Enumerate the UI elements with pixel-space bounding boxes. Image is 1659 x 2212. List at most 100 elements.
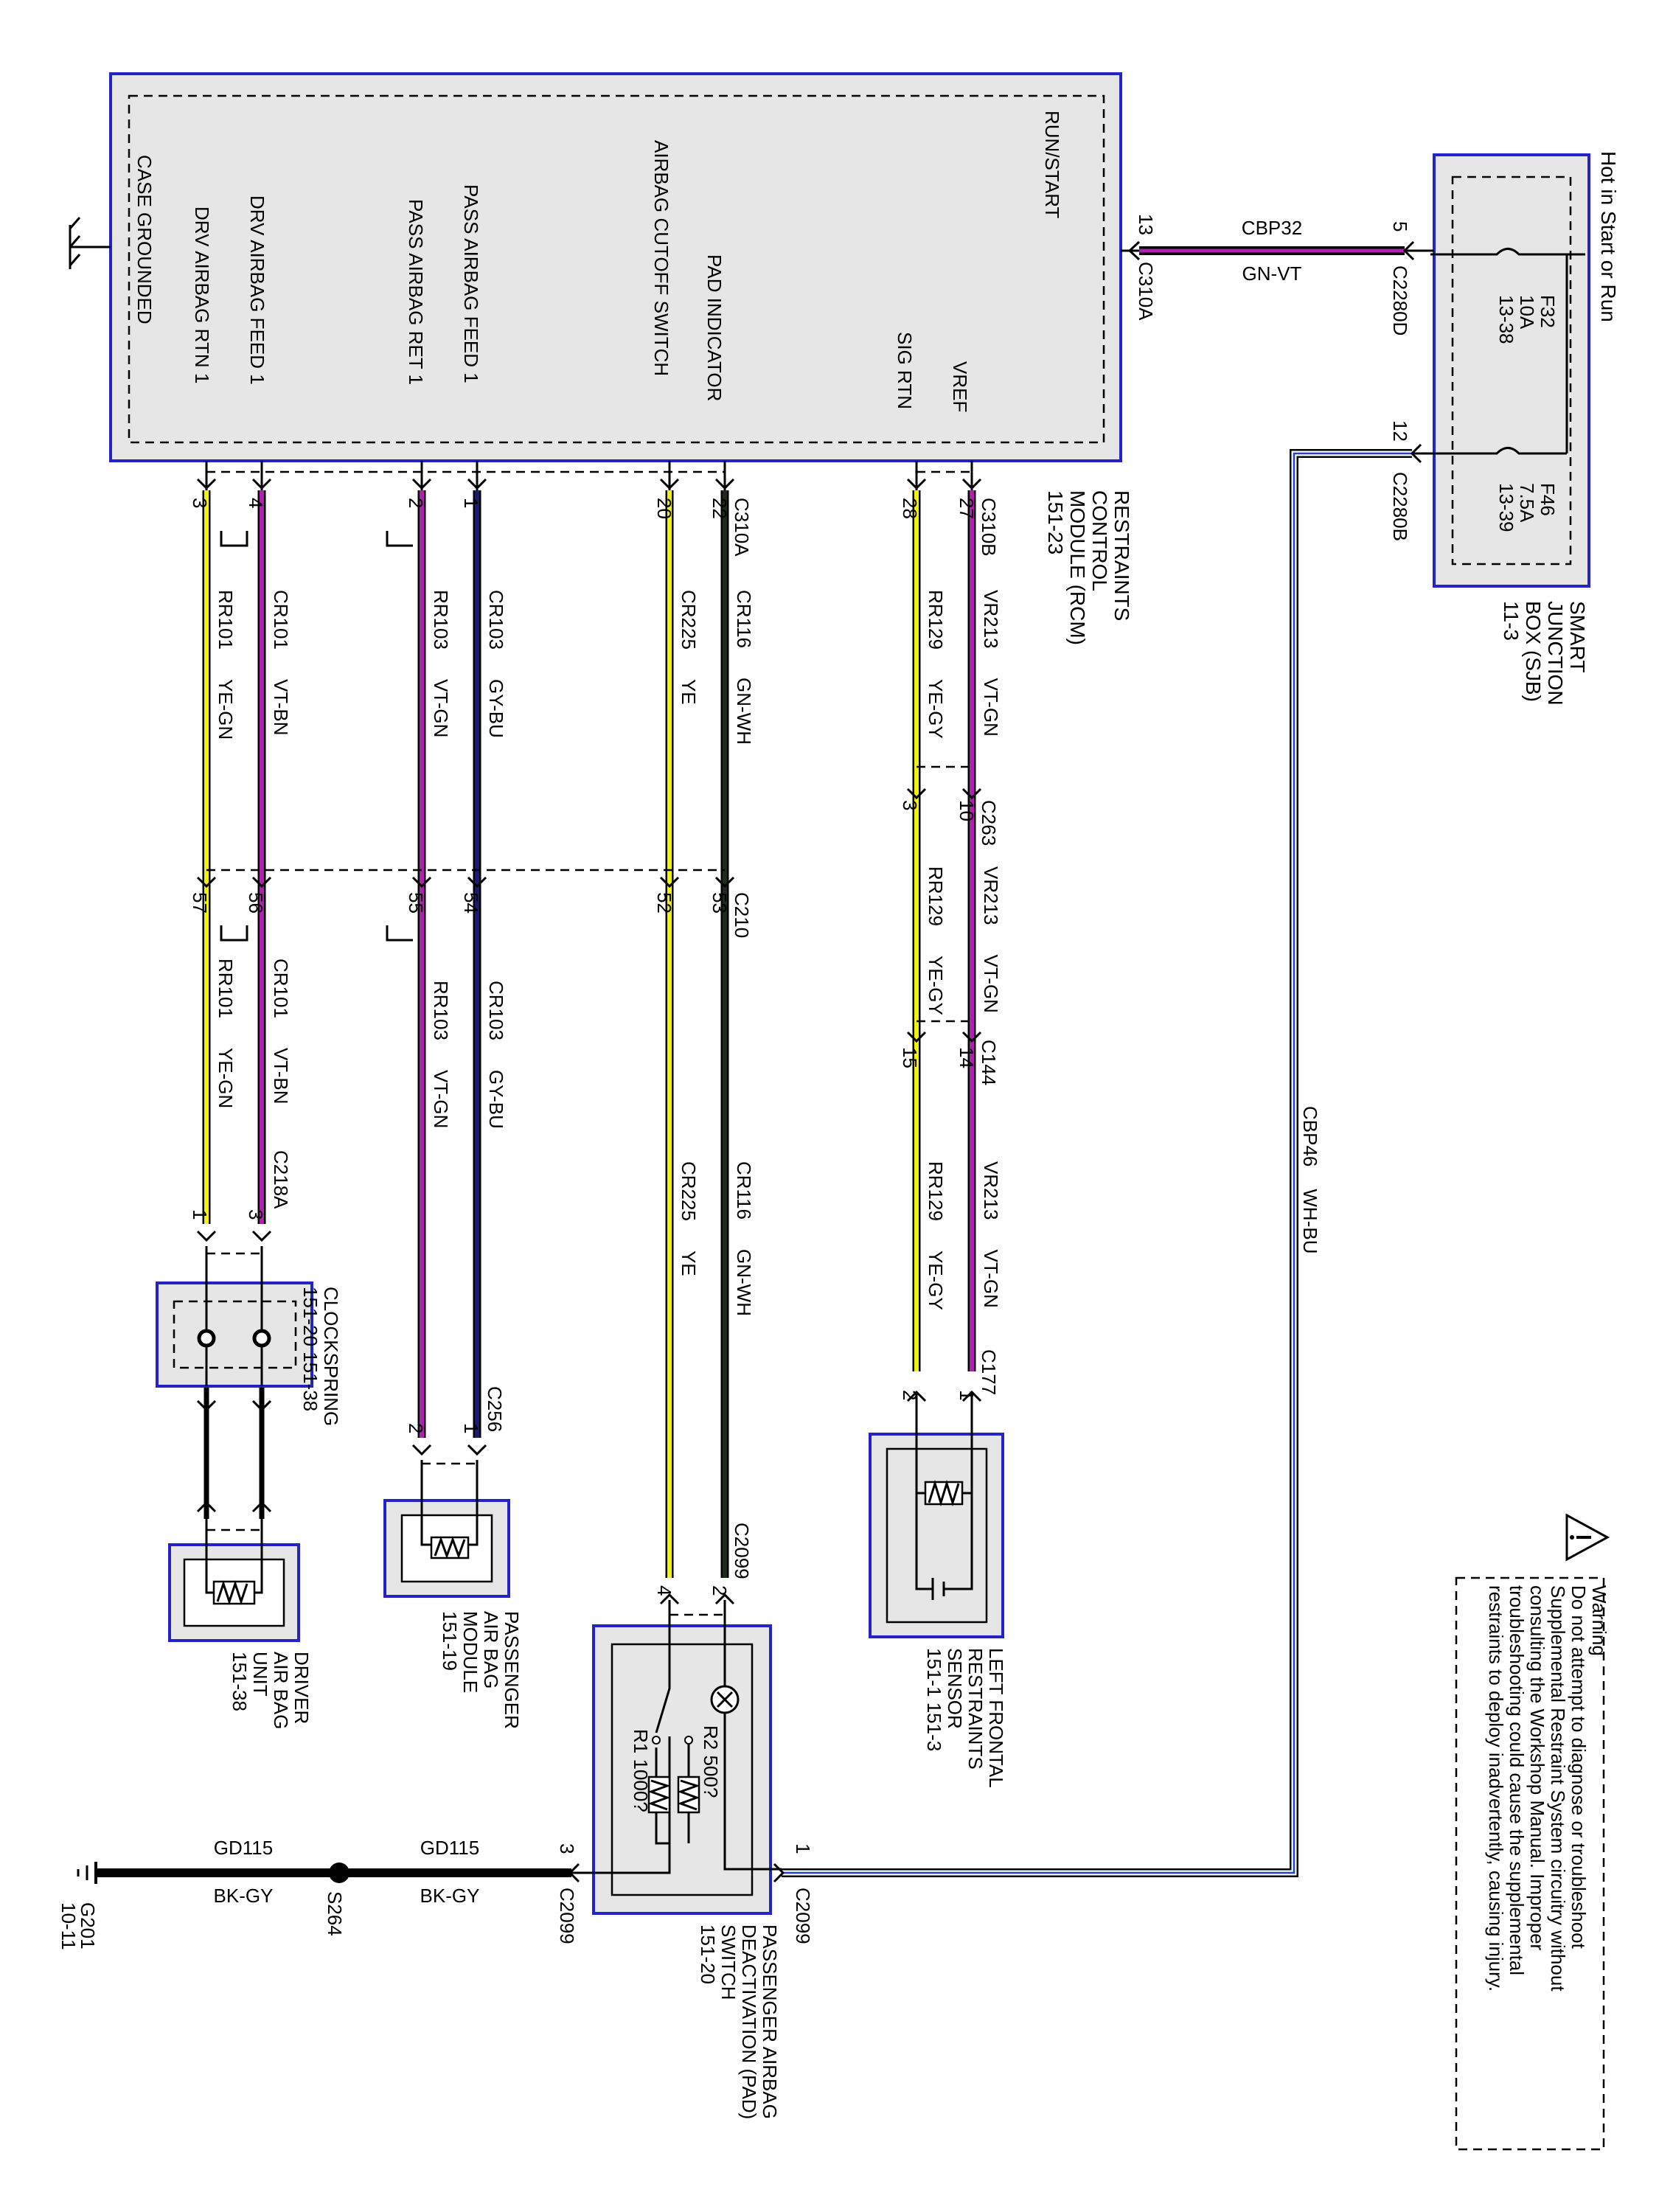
vr213-color-3: VT-GN xyxy=(980,1250,1002,1308)
conn-c218a: C218A xyxy=(270,1150,292,1209)
label-cr101-2: CR101VT-BN xyxy=(270,959,292,1105)
cr225-color-2: YE xyxy=(678,1251,700,1276)
warning-l2: Do not attempt to diagnose or troublesho… xyxy=(1568,1585,1590,1950)
rcm-pin-pass-ret: PASS AIRBAG RET 1 xyxy=(405,199,427,385)
pin-2d: 2 xyxy=(405,1423,427,1433)
rcm-name-l3: MODULE (RCM) xyxy=(1066,490,1089,645)
pad-pin-3: 3 xyxy=(556,1843,578,1854)
conn-c310a-power: C310A xyxy=(1135,262,1157,321)
cr103-color-1: GY-BU xyxy=(485,679,507,738)
ground-symbol-icon xyxy=(77,1862,97,1884)
passenger-airbag-module: PASSENGER AIR BAG MODULE 151-19 xyxy=(383,1444,523,1729)
conn-c144: C144 xyxy=(978,1040,1000,1085)
cr225-id-2: CR225 xyxy=(678,1161,700,1221)
splice-label: S264 xyxy=(324,1891,346,1936)
pad-pin-1: 1 xyxy=(792,1843,814,1854)
rcm-connector-stubs xyxy=(196,461,982,1043)
rr103-id-1: RR103 xyxy=(430,590,452,650)
rcm-pin-drv-feed: DRV AIRBAG FEED 1 xyxy=(246,195,268,385)
pad-r2-label: R2 500? xyxy=(700,1725,722,1798)
sjb-name: SMART JUNCTION BOX (SJB) 11-3 xyxy=(1500,601,1589,711)
conn-c263: C263 xyxy=(978,800,1000,846)
clockspring-name: CLOCKSPRING 151-20 151-38 xyxy=(299,1287,342,1432)
label-cr116-1: CR116GN-WH xyxy=(733,590,755,745)
pad-conn-1: C2099 xyxy=(792,1888,814,1944)
cbp32-circuit: CBP32 xyxy=(1242,217,1302,239)
rr129-color-1: YE-GY xyxy=(925,679,947,739)
clockspring-l1: CLOCKSPRING xyxy=(320,1287,342,1426)
warning-l3: Supplemental Restraint System circuitry … xyxy=(1547,1585,1569,1992)
warning-l5: troubleshooting could cause the suppleme… xyxy=(1506,1585,1528,1975)
cr103-color-2: GY-BU xyxy=(485,1070,507,1129)
rcm-module: RUN/START VREF SIG RTN PAD INDICATOR AIR… xyxy=(69,72,1133,645)
ground-circuit-right: GD115 xyxy=(420,1837,479,1859)
rr103-id-2: RR103 xyxy=(430,981,452,1040)
wire-group xyxy=(202,490,976,1578)
rcm-pin-case-grounded: CASE GROUNDED xyxy=(133,155,156,324)
pin-2f: 2 xyxy=(709,1585,731,1596)
conn-c210: C210 xyxy=(731,892,753,938)
conn-c256: C256 xyxy=(484,1386,506,1432)
pad-name-l3: SWITCH xyxy=(717,1924,740,2000)
cr101-id-1: CR101 xyxy=(270,590,292,650)
rr101-color-1: YE-GN xyxy=(215,679,237,740)
pin-22: 22 xyxy=(709,498,731,519)
pass-name-l4: 151-19 xyxy=(439,1611,461,1671)
driver-squib-icon xyxy=(205,1519,263,1605)
passenger-squib-icon xyxy=(420,1530,479,1559)
sensor-name-l1: LEFT FRONTAL xyxy=(985,1648,1007,1787)
rcm-name-l4: 151-23 xyxy=(1044,490,1067,554)
ground-color-right: BK-GY xyxy=(420,1885,480,1907)
rr129-id-1: RR129 xyxy=(925,590,947,650)
label-cr225-2: CR225YE xyxy=(678,1161,700,1276)
f46-id: F46 xyxy=(1537,483,1559,516)
warning-text: Warning Do not attempt to diagnose or tr… xyxy=(1485,1585,1610,1997)
clockspring-l2: 151-20 151-38 xyxy=(299,1287,321,1411)
cr103-id-2: CR103 xyxy=(485,981,507,1040)
pad-name-l1: PASSENGER AIRBAG xyxy=(759,1924,781,2119)
rr129-color-2: YE-GY xyxy=(925,956,947,1015)
cr101-color-2: VT-BN xyxy=(270,1048,292,1105)
sjb-module: F32 10A 13-38 F46 7.5A 13-39 Hot in Star… xyxy=(1430,151,1620,711)
driver-name-l1: DRIVER xyxy=(291,1652,313,1724)
pin-2: 2 xyxy=(405,498,427,508)
cbp46-circuit: CBP46 xyxy=(1299,1106,1321,1166)
rr129-id-2: RR129 xyxy=(925,866,947,926)
wire-labels: VR213VT-GN RR129YE-GY CR116GN-WH CR225YE… xyxy=(215,590,1002,1316)
rr101-id-2: RR101 xyxy=(215,959,237,1018)
clockspring: CLOCKSPRING 151-20 151-38 xyxy=(156,1230,342,1432)
f32-ref: 13-38 xyxy=(1495,295,1517,344)
vr213-color-1: VT-GN xyxy=(980,678,1002,737)
label-cr103-2: CR103GY-BU xyxy=(485,981,507,1129)
pad-name-l2: DEACTIVATION (PAD) xyxy=(738,1924,760,2119)
pin-27: 27 xyxy=(956,498,978,519)
ground-circuit: GD115 BK-GY GD115 BK-GY S264 G201 10-11 … xyxy=(58,1837,814,1950)
driver-airbag-unit: DRIVER AIR BAG UNIT 151-38 xyxy=(168,1500,313,1729)
label-cr116-2: CR116GN-WH xyxy=(733,1161,755,1316)
sensor-name-l2: RESTRAINTS xyxy=(964,1648,987,1770)
pin-4f: 4 xyxy=(653,1585,675,1596)
driver-name-l3: UNIT xyxy=(249,1652,271,1697)
pad-switch-name: PASSENGER AIRBAG DEACTIVATION (PAD) SWIT… xyxy=(697,1924,781,2125)
f32-label: F32 10A 13-38 xyxy=(1495,295,1559,344)
label-cr101-1: CR101VT-BN xyxy=(270,590,292,736)
conn-c2099-top: C2099 xyxy=(731,1523,753,1579)
cr116-id-2: CR116 xyxy=(733,1161,755,1220)
sensor-resistor-icon xyxy=(917,1479,972,1507)
pin-52: 52 xyxy=(653,892,675,914)
rcm-pin-pass-feed: PASS AIRBAG FEED 1 xyxy=(460,184,482,383)
cr116-id-1: CR116 xyxy=(733,590,755,648)
ground-id-l2: 10-11 xyxy=(58,1902,80,1950)
vr213-id-1: VR213 xyxy=(980,590,1002,649)
sjb-hot-label: Hot in Start or Run xyxy=(1597,151,1620,322)
pin-54: 54 xyxy=(460,892,482,914)
f46-rating: 7.5A xyxy=(1516,483,1538,523)
pin-1: 1 xyxy=(460,498,482,508)
rr101-color-2: YE-GN xyxy=(215,1048,237,1108)
cr225-id-1: CR225 xyxy=(678,590,700,650)
pad-resistor-r1 xyxy=(647,1775,671,1814)
sjb-name-l4: 11-3 xyxy=(1500,601,1523,641)
conn-c177: C177 xyxy=(978,1349,1000,1395)
clockspring-contact-icon xyxy=(252,1329,271,1348)
